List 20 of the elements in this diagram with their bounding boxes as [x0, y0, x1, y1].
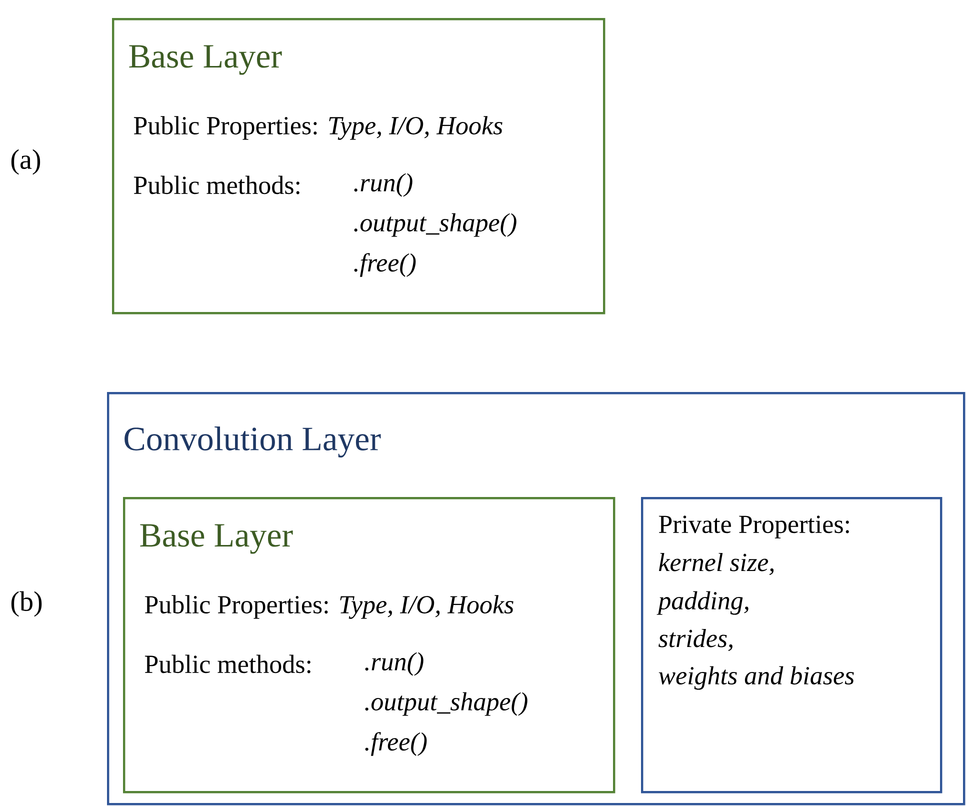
- property-value: .free(): [354, 253, 416, 277]
- property-value: .run(): [354, 173, 412, 197]
- panel-label: (a): [11, 149, 40, 175]
- layer-heading: Base Layer: [129, 45, 282, 75]
- property-text: Public methods:: [144, 654, 310, 674]
- property-value: .output_shape(): [354, 213, 516, 237]
- layer-heading: Convolution Layer: [124, 426, 381, 458]
- property-value: strides,: [658, 629, 732, 652]
- property-value: .output_shape(): [365, 692, 528, 716]
- panel-label: (b): [11, 591, 42, 617]
- property-value: .free(): [365, 732, 427, 756]
- property-text: Public Properties: Type, I/O, Hooks: [134, 116, 502, 140]
- property-text: Private Properties:: [658, 516, 849, 538]
- property-value: kernel size,: [658, 553, 774, 576]
- property-value: padding,: [656, 591, 748, 615]
- property-text: Public methods:: [134, 176, 300, 194]
- layer-heading: Base Layer: [140, 524, 293, 554]
- property-value: .run(): [365, 652, 424, 676]
- property-text: Public Properties: Type, I/O, Hooks: [144, 595, 514, 619]
- property-value: weights and biases: [658, 666, 854, 690]
